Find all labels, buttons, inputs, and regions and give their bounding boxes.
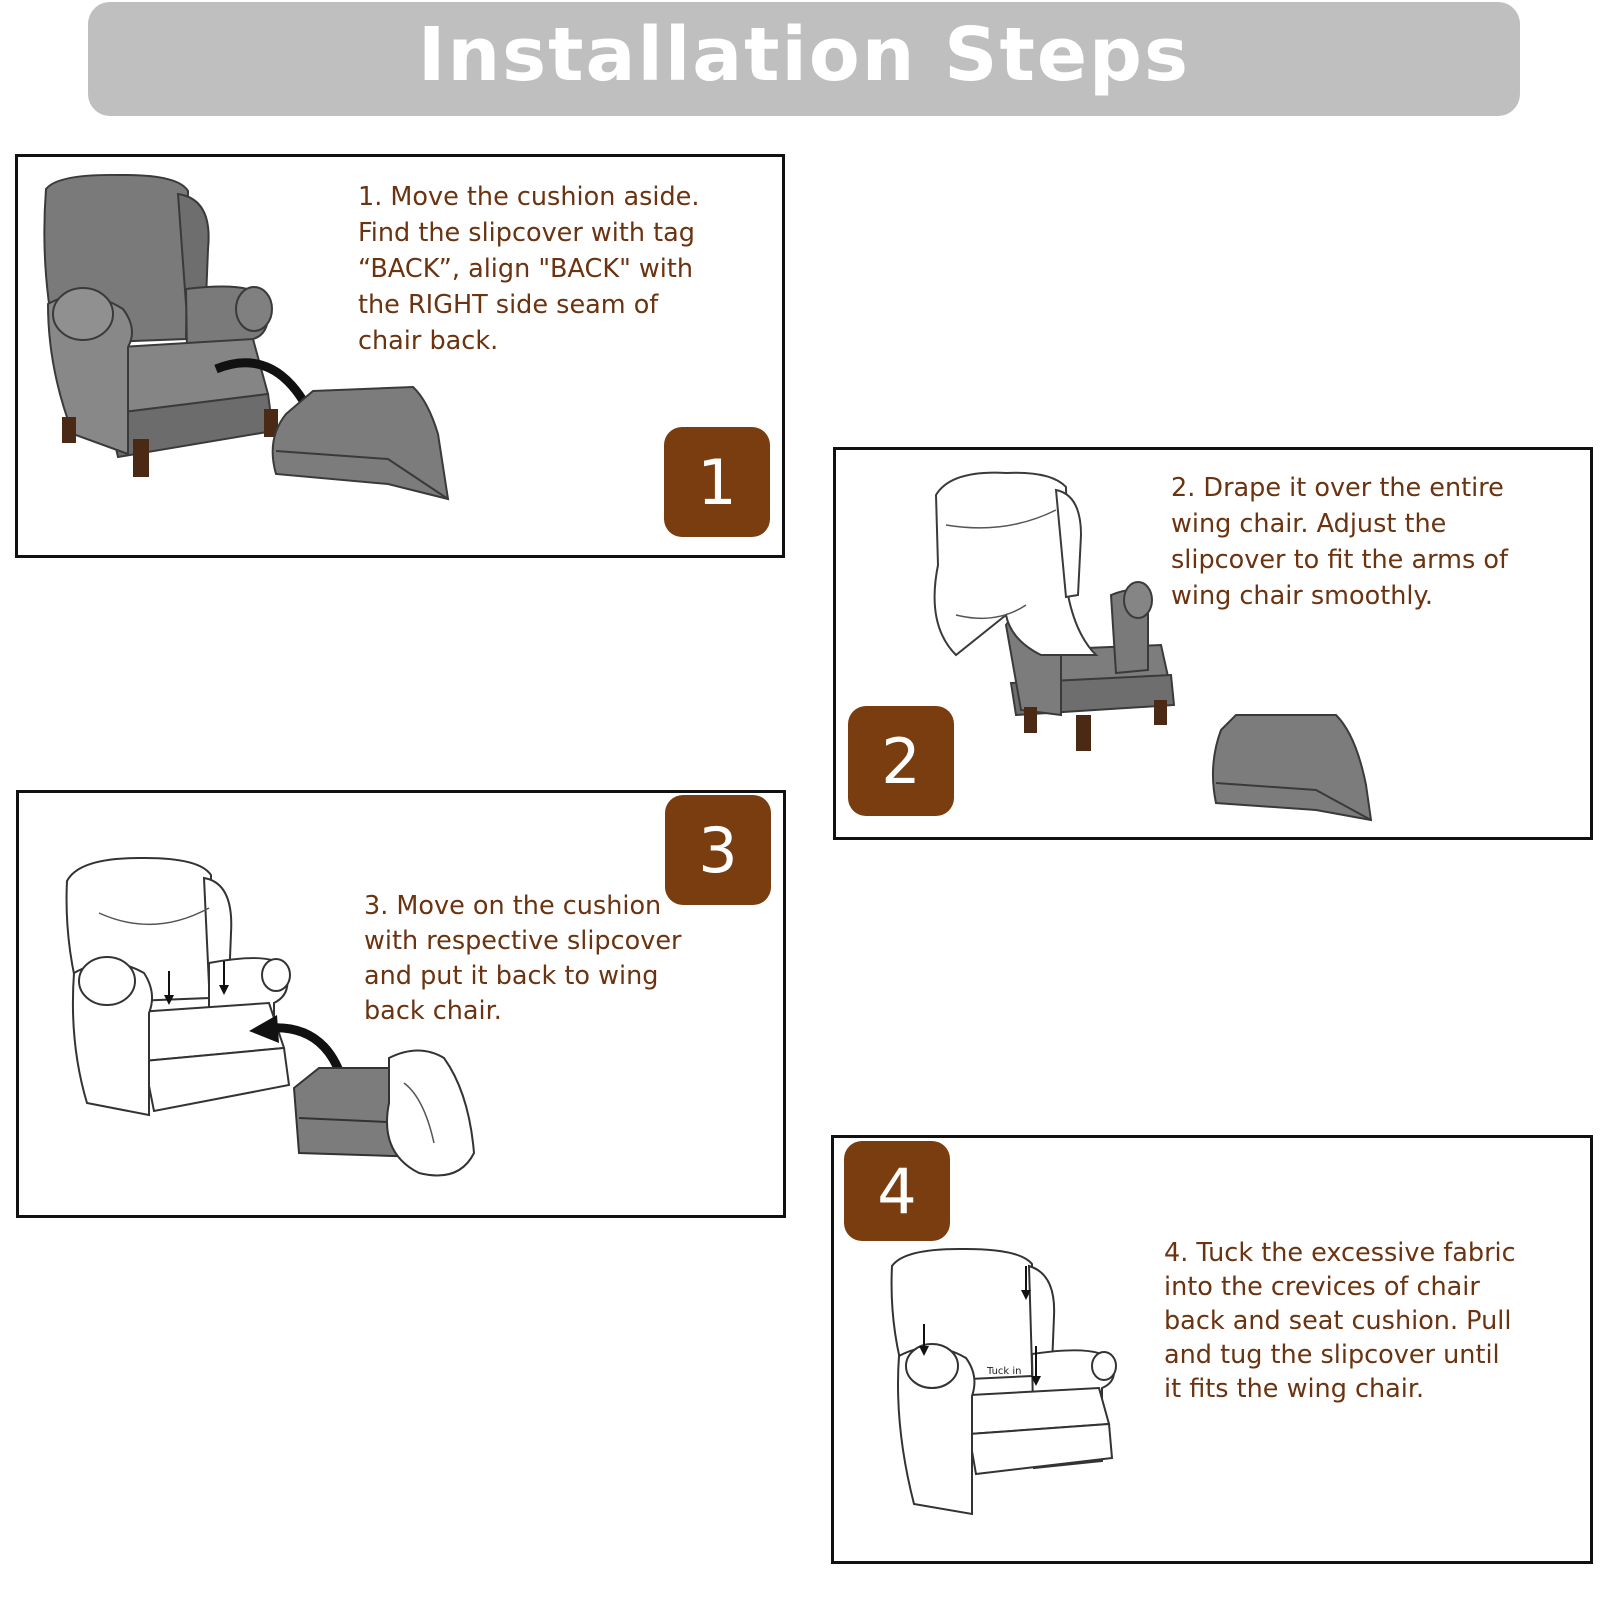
step-1-badge: 1: [664, 427, 770, 537]
step-4-badge: 4: [844, 1141, 950, 1241]
title-banner: Installation Steps: [88, 2, 1520, 116]
step-3-badge: 3: [665, 795, 771, 905]
white-chair-with-cushion-illustration: [65, 856, 476, 1177]
gray-wing-chair-with-cushion-illustration: [43, 173, 450, 501]
finished-wing-chair-illustration: Tuck in: [890, 1247, 1117, 1516]
step-2-text: 2. Drape it over the entire wing chair. …: [1171, 473, 1508, 611]
step-4-text: 4. Tuck the excessive fabric into the cr…: [1164, 1238, 1516, 1404]
tuck-in-label: Tuck in: [986, 1366, 1022, 1377]
step-3-text: 3. Move on the cushion with respective s…: [364, 891, 682, 1026]
step-3-panel: 3. Move on the cushion with respective s…: [16, 790, 786, 1218]
draped-wing-chair-illustration: [933, 471, 1373, 822]
step-1-text: 1. Move the cushion aside. Find the slip…: [358, 182, 700, 356]
step-1-panel: 1. Move the cushion aside. Find the slip…: [15, 154, 785, 558]
step-4-panel: Tuck in 4. Tuck the excessive fabric int…: [831, 1135, 1593, 1564]
step-2-badge: 2: [848, 706, 954, 816]
step-2-panel: 2. Drape it over the entire wing chair. …: [833, 447, 1593, 840]
page-title: Installation Steps: [417, 12, 1191, 98]
